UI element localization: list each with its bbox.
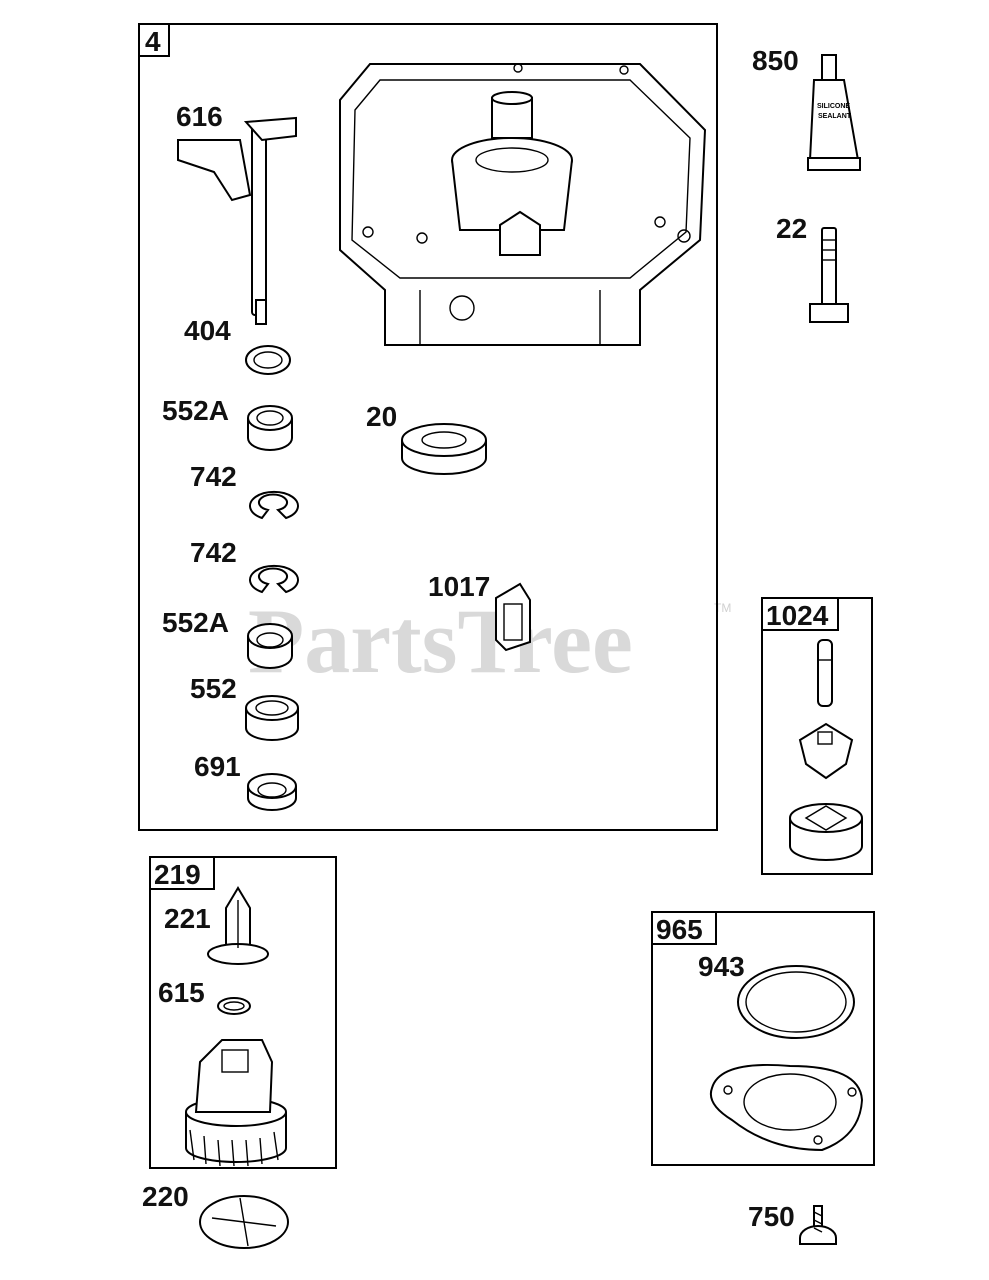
oil-pump-shaft-drawing [817,639,833,707]
group-label-965: 965 [656,914,703,945]
callout-22: 22 [776,213,807,244]
callout-943: 943 [698,951,745,982]
gasket-943-drawing [737,965,855,1039]
valve-1017-drawing [495,582,531,652]
callout-220: 220 [142,1181,189,1212]
callout-221: 221 [164,903,211,934]
seal-691-drawing [247,773,297,811]
callout-1017: 1017 [428,571,490,602]
tube-label-line-2: SEALANT [818,113,852,120]
callout-552: 552 [190,673,237,704]
oil-pump-housing-drawing [789,803,863,861]
governor-cup-221-drawing [207,886,269,965]
group-box-219: 219 [149,856,337,1169]
washer-220-drawing [199,1195,289,1249]
callout-691: 691 [194,751,241,782]
sealant-tube-drawing: SILICONE SEALANT [807,54,861,171]
callout-552a-2: 552A [162,607,229,638]
tube-label-line-1: SILICONE [817,103,850,110]
bolt-22-drawing [809,227,849,323]
cover-plate-drawing [710,1063,864,1152]
seal-552a-2-drawing [247,623,293,669]
ring-742-1-drawing [249,490,299,520]
group-box-4: 4 [138,23,718,831]
group-box-1024: 1024 [761,597,873,875]
seal-552-drawing [245,695,299,741]
callout-850: 850 [752,45,799,76]
screw-750-drawing [799,1205,837,1245]
watermark-trademark: TM [714,601,731,615]
group-box-965: 965 [651,911,875,1166]
callout-742-1: 742 [190,461,237,492]
callout-20: 20 [366,401,397,432]
bearing-20-drawing [401,423,487,475]
callout-750: 750 [748,1201,795,1232]
callout-404: 404 [184,315,231,346]
watermark-text: PartsTree [248,590,633,692]
callout-742-2: 742 [190,537,237,568]
retainer-615-drawing [217,997,251,1015]
callout-616: 616 [176,101,223,132]
washer-404-drawing [245,345,291,375]
group-label-219: 219 [154,859,201,890]
callout-615: 615 [158,977,205,1008]
callout-552a-1: 552A [162,395,229,426]
governor-gear-drawing [185,1039,287,1167]
seal-552a-1-drawing [247,405,293,451]
group-label-4: 4 [145,26,161,57]
oil-pump-rotor-drawing [798,722,854,780]
crankcase-sump-drawing [339,63,707,346]
ring-742-2-drawing [249,564,299,594]
group-label-1024: 1024 [766,600,829,631]
governor-shaft-drawing [177,116,297,325]
